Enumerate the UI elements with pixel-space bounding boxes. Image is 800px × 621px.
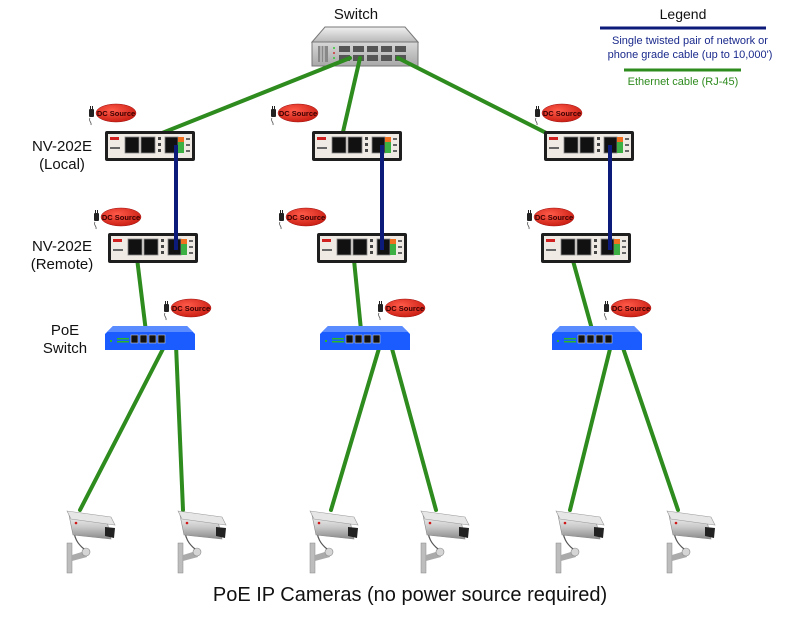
dc-source-poe-right: DC Source: [603, 298, 652, 321]
row-label-local-line1: NV-202E: [31, 138, 93, 155]
legend-twisted-pair-label: Single twisted pair of network or phone …: [590, 34, 790, 63]
row-label-local: NV-202E (Local): [22, 138, 102, 174]
row-label-remote-line2: (Remote): [30, 256, 94, 273]
dc-source-poe-middle: DC Source: [377, 298, 426, 321]
legend-twisted-pair-line2: phone grade cable (up to 10,000'): [607, 49, 773, 62]
dc-source-label: DC Source: [102, 213, 140, 222]
dc-source-label: DC Source: [97, 109, 135, 118]
dc-source-label: DC Source: [535, 213, 573, 222]
dc-source-label: DC Source: [543, 109, 581, 118]
twisted-pair-cables: [174, 145, 612, 250]
legend-title: Legend: [659, 6, 707, 22]
nv202e-local-middle: [311, 130, 403, 162]
ethernet-cable-switch-to-local-left: [130, 56, 352, 147]
nv202e-local-left: [104, 130, 196, 162]
legend-twisted-pair-line1: Single twisted pair of network or: [612, 35, 768, 47]
camera-icon-right-1: [555, 510, 605, 574]
camera-icon-right-2: [666, 510, 716, 574]
dc-source-label: DC Source: [612, 304, 650, 313]
dc-source-remote-middle: DC Source: [278, 207, 327, 230]
camera-icon-middle-1: [309, 510, 359, 574]
dc-source-poe-left: DC Source: [163, 298, 212, 321]
nv202e-remote-right: [540, 232, 632, 264]
row-label-remote: NV-202E (Remote): [22, 238, 102, 274]
ethernet-cable-switch-to-local-right: [396, 56, 574, 148]
legend-ethernet-label: Ethernet cable (RJ-45): [627, 76, 739, 88]
camera-icon-left-2: [177, 510, 227, 574]
poe-switch-middle: [319, 325, 411, 351]
footer-caption: PoE IP Cameras (no power source required…: [212, 584, 608, 606]
dc-source-local-right: DC Source: [534, 103, 583, 126]
row-label-poe-line1: PoE: [50, 322, 80, 339]
dc-source-label: DC Source: [386, 304, 424, 313]
dc-source-remote-left: DC Source: [93, 207, 142, 230]
ethernet-cables: [78, 56, 680, 512]
ethernet-cable-poe-left-cam2: [174, 343, 185, 512]
row-label-remote-line1: NV-202E: [31, 238, 93, 255]
ethernet-cable-switch-to-local-middle: [338, 56, 362, 147]
poe-switch-left: [104, 325, 196, 351]
camera-icon-middle-2: [420, 510, 470, 574]
switch-title: Switch: [333, 6, 379, 23]
ethernet-cable-poe-middle-cam1: [329, 343, 382, 512]
ethernet-cable-poe-left-cam1: [78, 343, 167, 512]
dc-source-label: DC Source: [172, 304, 210, 313]
row-label-poe: PoE Switch: [30, 322, 100, 358]
nv202e-remote-middle: [316, 232, 408, 264]
row-label-poe-line2: Switch: [42, 340, 88, 357]
nv202e-remote-left: [107, 232, 199, 264]
nv202e-local-right: [543, 130, 635, 162]
camera-icon-left-1: [66, 510, 116, 574]
row-label-local-line2: (Local): [39, 156, 85, 173]
ethernet-cable-poe-right-cam1: [568, 343, 613, 512]
dc-source-label: DC Source: [279, 109, 317, 118]
ethernet-cable-poe-right-cam2: [620, 343, 680, 512]
ethernet-cable-remote-to-poe-middle: [351, 248, 364, 342]
ethernet-cable-poe-middle-cam2: [389, 343, 438, 512]
dc-source-label: DC Source: [287, 213, 325, 222]
dc-source-local-left: DC Source: [88, 103, 137, 126]
ethernet-cable-remote-to-poe-left: [134, 248, 149, 342]
ethernet-cable-remote-to-poe-right: [568, 248, 597, 342]
dc-source-remote-right: DC Source: [526, 207, 575, 230]
poe-switch-right: [551, 325, 643, 351]
dc-source-local-middle: DC Source: [270, 103, 319, 126]
